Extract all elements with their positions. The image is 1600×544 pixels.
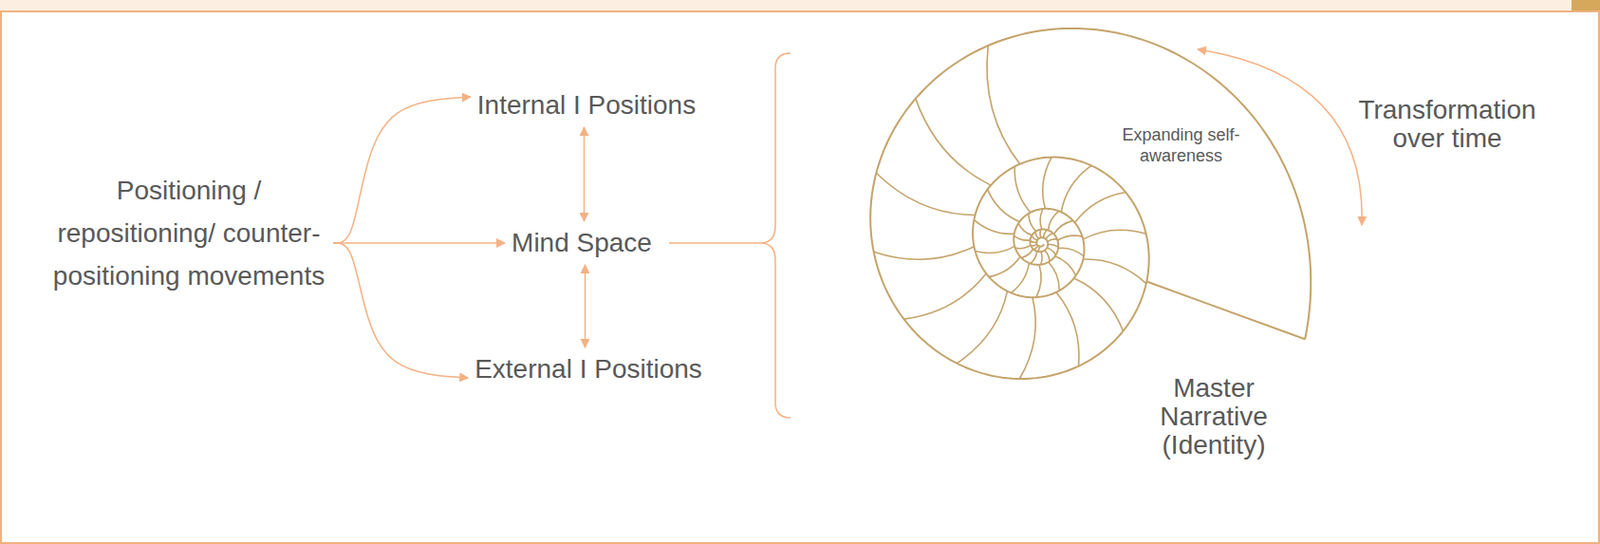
- connector-arrow: [584, 264, 587, 348]
- annotation-label: Transformation over time: [1347, 95, 1547, 153]
- shell-septum: [1014, 166, 1031, 212]
- shell-septum: [875, 172, 975, 215]
- shell-aperture: [1146, 280, 1305, 339]
- shell-septum: [1047, 210, 1059, 230]
- shell-septum: [1047, 239, 1058, 242]
- connector-arrow: [583, 127, 586, 222]
- shell-septum: [1055, 256, 1077, 277]
- frame: [0, 11, 1600, 543]
- shell-septum: [1036, 264, 1042, 298]
- text-node: External I Positions: [470, 351, 707, 388]
- text-holder: Expanding self-awareness: [1116, 124, 1246, 167]
- connector-arrow: [333, 96, 471, 243]
- nautilus-shell: Expanding self-awarenessMaster Narrative…: [854, 20, 1329, 477]
- shell-septum: [1010, 262, 1029, 293]
- chamber-label: Expanding self-awareness: [1116, 124, 1246, 167]
- shell-septum: [1082, 259, 1146, 284]
- leader-line: [669, 241, 761, 244]
- shell-septum: [975, 245, 1016, 253]
- shell-septum: [1057, 235, 1082, 241]
- shell-septum: [1045, 233, 1054, 240]
- shell-septum: [1058, 247, 1084, 256]
- shell-septum: [1018, 223, 1032, 235]
- shell-caption: Master Narrative (Identity): [1147, 373, 1281, 460]
- bracket: [760, 53, 791, 418]
- shell-septum: [915, 98, 991, 186]
- shell-septum: [1039, 229, 1042, 239]
- shell-septum: [1019, 297, 1036, 379]
- shell-septum: [1013, 235, 1030, 241]
- label-holder: Transformation over time: [1347, 95, 1547, 153]
- text-node: Mind Space: [507, 224, 656, 261]
- text-node: Positioning / repositioning/ counter-pos…: [46, 167, 332, 299]
- shell-septum: [1075, 191, 1126, 223]
- shell-septum: [973, 220, 1014, 235]
- shell-spiral: [870, 28, 1311, 379]
- shell-septum: [1040, 208, 1043, 230]
- shell-septum: [1056, 292, 1080, 367]
- shell-septum: [1030, 251, 1038, 264]
- shell-septum: [1033, 245, 1039, 250]
- shell-septum: [1030, 241, 1038, 243]
- shell-septum: [1035, 231, 1040, 239]
- shell-septum: [1060, 165, 1092, 212]
- shell-septum: [1082, 229, 1146, 240]
- text-node: Internal I Positions: [473, 87, 700, 124]
- corner-tab: [1571, 0, 1600, 12]
- node-text: External I Positions: [474, 353, 703, 386]
- shell-septum: [988, 256, 1021, 277]
- node-text: Mind Space: [511, 226, 652, 260]
- shell-septum: [874, 246, 975, 261]
- shell-septum: [1021, 248, 1033, 258]
- shell-septum: [1074, 278, 1124, 332]
- shell-septum: [1047, 243, 1059, 247]
- shell-septum: [1044, 250, 1050, 262]
- shell-septum: [1042, 157, 1052, 209]
- shell-septum: [1030, 243, 1037, 246]
- shell-septum: [1028, 213, 1037, 232]
- shell-septum: [1031, 235, 1038, 241]
- shell-septum: [1037, 246, 1040, 252]
- shell-septum: [1041, 251, 1043, 265]
- shell-septum: [1046, 247, 1056, 256]
- top-strip: [0, 0, 1600, 12]
- shell-septum: [986, 45, 1021, 165]
- shell-septum: [1015, 244, 1031, 249]
- shell-septum: [1048, 261, 1061, 291]
- node-text: Internal I Positions: [477, 89, 696, 122]
- shell-septum: [1043, 229, 1048, 238]
- shell-septum: [987, 189, 1021, 223]
- connector-arrow: [333, 241, 505, 244]
- shell-septum: [903, 273, 987, 319]
- shell-septum: [1053, 220, 1073, 234]
- connector-arrow: [333, 242, 468, 378]
- node-text: Positioning / repositioning/ counter-pos…: [50, 168, 328, 298]
- shell-septum: [956, 291, 1007, 364]
- text-holder: Master Narrative (Identity): [1147, 373, 1281, 460]
